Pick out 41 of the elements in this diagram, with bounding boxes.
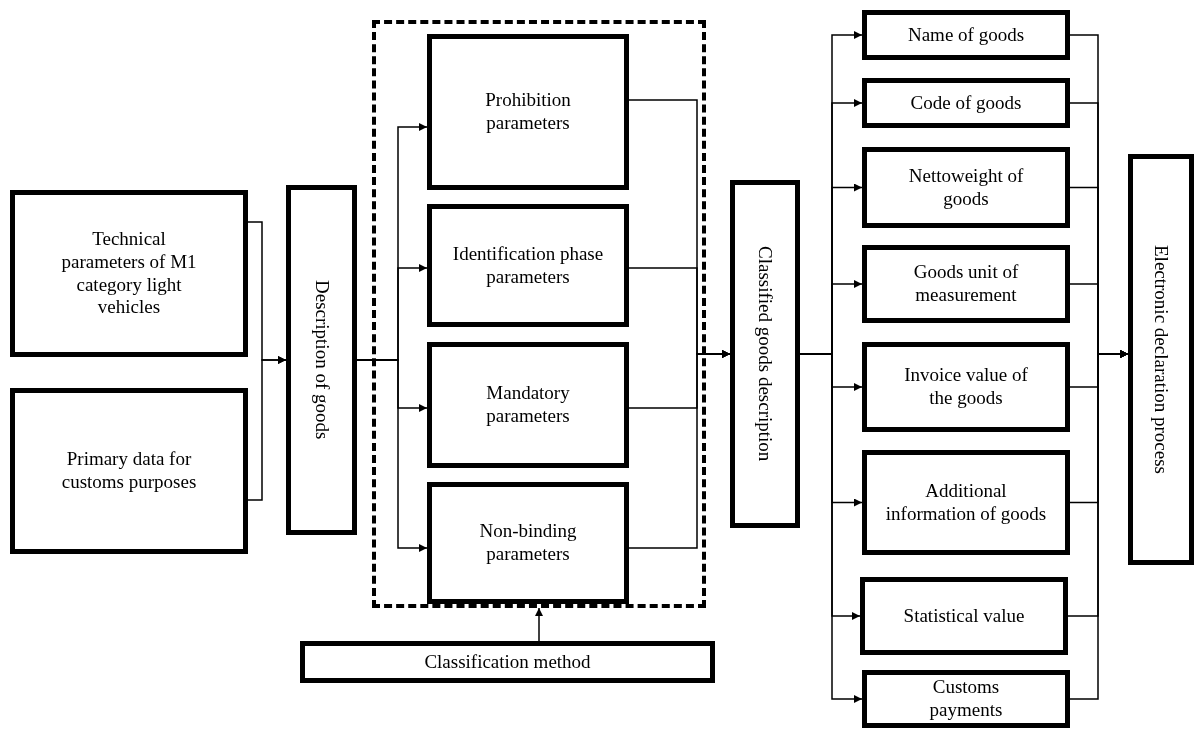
process-box <box>862 78 1070 128</box>
box-label: Invoice value of the goods <box>903 364 1029 410</box>
box-label: Identification phase parameters <box>451 242 605 289</box>
process-box <box>427 34 629 190</box>
process-box <box>10 190 248 357</box>
box-label: Nettoweight of goods <box>907 164 1025 211</box>
process-box <box>427 482 629 604</box>
box-label: Classification method <box>424 650 591 674</box>
box-label: Electronic declaration process <box>1150 245 1173 474</box>
process-box <box>10 388 248 554</box>
arrow <box>1069 350 1129 700</box>
box-label: Code of goods <box>910 91 1022 115</box>
box-label: Description of goods <box>310 280 333 440</box>
process-box <box>730 180 800 528</box>
process-box <box>862 147 1070 228</box>
process-box <box>286 185 357 535</box>
process-box <box>862 10 1070 60</box>
arrow <box>247 356 287 501</box>
process-box <box>427 204 629 327</box>
dashed-group-box <box>372 20 706 608</box>
box-label: Customs payments <box>928 676 1004 722</box>
process-box <box>862 342 1070 432</box>
box-label: Statistical value <box>903 604 1025 628</box>
process-box <box>860 577 1068 655</box>
process-box <box>1128 154 1194 565</box>
box-label: Additional information of goods <box>884 479 1048 526</box>
process-box <box>862 245 1070 323</box>
process-box <box>300 641 715 683</box>
box-label: Classified goods description <box>754 246 777 462</box>
box-label: Primary data for customs purposes <box>60 448 198 494</box>
arrow <box>535 607 543 642</box>
process-box <box>427 342 629 468</box>
process-box <box>862 450 1070 555</box>
box-label: Mandatory parameters <box>485 382 571 428</box>
arrow <box>628 350 731 549</box>
box-label: Non-binding parameters <box>478 520 578 566</box>
box-label: Name of goods <box>907 23 1025 47</box>
box-label: Goods unit of measurement <box>912 261 1020 307</box>
box-label: Prohibition parameters <box>484 89 572 135</box>
box-label: Technical parameters of M1 category light vehicles <box>60 227 198 320</box>
process-box <box>862 670 1070 728</box>
